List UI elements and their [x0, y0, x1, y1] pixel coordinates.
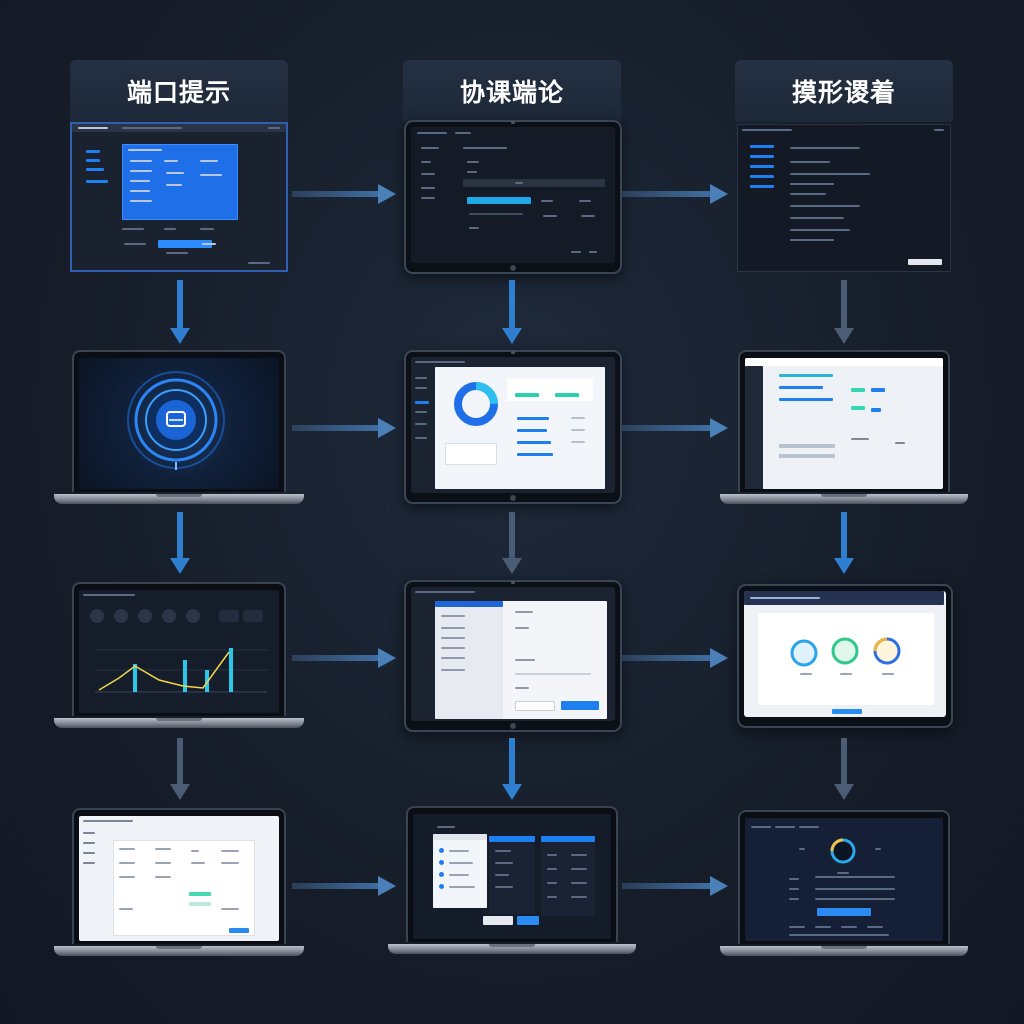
arrow-right-icon — [622, 184, 728, 204]
arrow-right-icon — [292, 648, 396, 668]
screen-r1c1-port-dialog — [70, 122, 288, 272]
arrow-right-icon — [292, 184, 396, 204]
column-title-3: 摸形谡着 — [791, 78, 896, 107]
arrow-right-icon — [622, 418, 728, 438]
screen-r3c2-tablet-form — [404, 580, 622, 732]
arrow-right-icon — [622, 876, 728, 896]
monitor-icon — [127, 371, 225, 470]
confirm-button[interactable] — [158, 240, 212, 248]
cancel-button-2[interactable] — [483, 916, 513, 925]
blue-dialog — [122, 144, 238, 220]
screen-r2c3-laptop-settings — [720, 350, 968, 504]
donut-chart-icon — [454, 382, 498, 426]
arrow-down-icon — [834, 280, 854, 344]
gauge-icon-2 — [830, 838, 856, 864]
arrow-down-icon — [502, 738, 522, 800]
line-bar-chart-icon — [90, 609, 267, 693]
save-button[interactable] — [229, 928, 249, 933]
column-header-2: 协课端论 — [403, 60, 621, 122]
column-header-1: 端口提示 — [70, 60, 288, 122]
arrow-right-icon — [622, 648, 728, 668]
ok-button[interactable] — [517, 916, 539, 925]
arrow-down-icon — [170, 738, 190, 800]
arrow-down-icon — [502, 280, 522, 344]
arrow-down-icon — [170, 280, 190, 344]
screen-r1c3-list — [737, 124, 951, 272]
cancel-button[interactable] — [515, 701, 555, 711]
column-header-3: 摸形谡着 — [735, 60, 953, 122]
screen-r3c1-laptop-chart — [54, 582, 304, 728]
gauge-icon — [790, 637, 901, 667]
continue-button[interactable] — [832, 709, 862, 714]
submit-button-2[interactable] — [817, 908, 871, 916]
screen-r2c2-tablet-donut — [404, 350, 622, 504]
progress-bar-teal — [467, 197, 531, 204]
arrow-down-icon — [834, 512, 854, 574]
screen-r4c3-laptop-gauge-form — [720, 810, 968, 956]
screen-r1c2-tablet-dark — [404, 120, 622, 274]
arrow-down-icon — [502, 512, 522, 574]
arrow-down-icon — [834, 738, 854, 800]
submit-button[interactable] — [561, 701, 599, 710]
arrow-down-icon — [170, 512, 190, 574]
arrow-right-icon — [292, 876, 396, 896]
white-dialog — [433, 834, 487, 908]
column-title-2: 协课端论 — [459, 78, 564, 107]
screen-r4c1-laptop-table — [54, 808, 304, 956]
screen-r2c1-laptop-scan — [54, 350, 304, 504]
column-title-1: 端口提示 — [126, 78, 231, 107]
screen-r3c3-gauges — [737, 584, 953, 728]
action-button[interactable] — [908, 259, 942, 265]
arrow-right-icon — [292, 418, 396, 438]
screen-r4c2-laptop-dialog — [388, 806, 636, 954]
